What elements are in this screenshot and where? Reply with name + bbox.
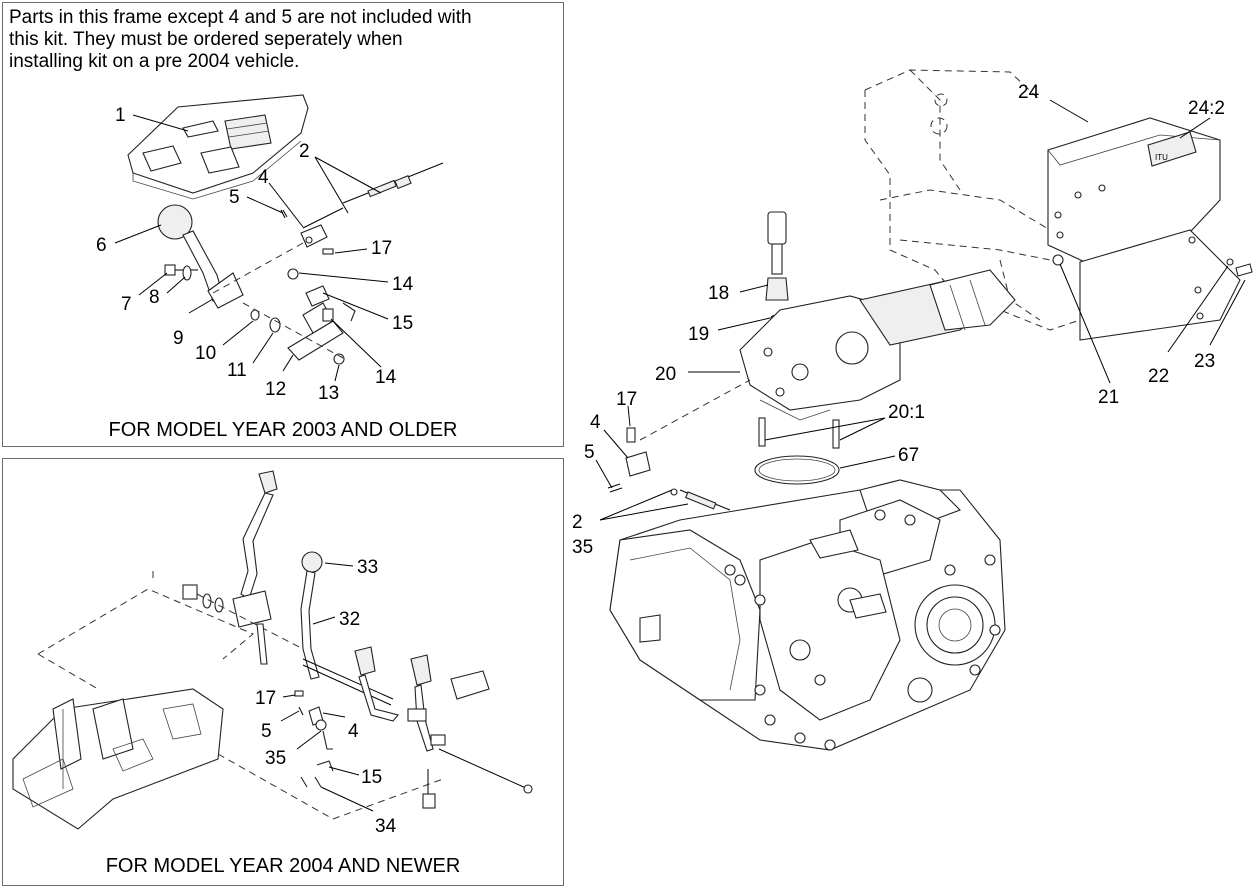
decal-text: ITU: [1155, 153, 1168, 162]
shift-lever: [157, 204, 244, 309]
cover-bracket: ITU: [1047, 117, 1241, 341]
clip-15: [316, 760, 334, 772]
clevis-4: [625, 451, 651, 477]
callout-35b: 35: [265, 748, 286, 769]
callout-34: 34: [375, 816, 397, 837]
callout-67: 67: [898, 445, 919, 466]
callout-24: 24: [1018, 82, 1040, 103]
nut: [333, 353, 345, 365]
kit-note-line-3: installing kit on a pre 2004 vehicle.: [9, 51, 300, 72]
callout-35c: 35: [572, 537, 593, 558]
callout-12: 12: [265, 379, 286, 400]
leaders-top: [114, 114, 389, 382]
dowel-b: [832, 419, 840, 449]
bolt-washer: [164, 264, 198, 281]
clevis: [300, 224, 328, 248]
shifter-2004-drawing: 33 32 17 5 4 35 15 34: [12, 470, 533, 837]
callout-6: 6: [96, 235, 107, 256]
rod-end-35: [322, 730, 333, 750]
washer-22: [1226, 258, 1234, 266]
kit-note: Parts in this frame except 4 and 5 are n…: [9, 7, 569, 73]
caption-2004: FOR MODEL YEAR 2004 AND NEWER: [105, 855, 461, 877]
callout-21: 21: [1098, 387, 1119, 408]
left-lever-assembly: [182, 470, 304, 665]
callout-22: 22: [1148, 366, 1169, 387]
callout-4c: 4: [590, 412, 601, 433]
callout-23: 23: [1194, 351, 1215, 372]
callout-32: 32: [339, 609, 360, 630]
pin-17: [626, 427, 636, 443]
nut-21: [1052, 254, 1064, 266]
cotter-pin: [280, 209, 288, 219]
callout-2c: 2: [572, 512, 583, 533]
bracket-tab: [342, 302, 356, 322]
speed-sensor: [765, 211, 789, 322]
callout-33: 33: [357, 557, 378, 578]
transaxle-case: [609, 479, 1006, 751]
pin: [322, 248, 334, 255]
vehicle-frame: [12, 688, 224, 830]
center-lever-assembly: [300, 551, 394, 706]
callout-4: 4: [258, 167, 269, 188]
callout-14a: 14: [392, 274, 414, 295]
decal: [1147, 131, 1197, 167]
callout-2: 2: [299, 141, 310, 162]
bolt-23: [1235, 263, 1253, 277]
callout-15b: 15: [361, 767, 382, 788]
bottom-frame: 33 32 17 5 4 35 15 34 FOR MODEL YEAR 200…: [2, 458, 564, 886]
callout-18: 18: [708, 283, 729, 304]
callout-13: 13: [318, 383, 339, 404]
callout-20-1: 20:1: [888, 402, 925, 423]
shift-cable-main: [670, 488, 731, 511]
kit-note-line-2: this kit. They must be ordered seperatel…: [9, 29, 403, 50]
callout-7: 7: [121, 294, 132, 315]
pin-17: [294, 690, 304, 697]
callout-5c: 5: [584, 442, 595, 463]
output-housing: [739, 269, 1016, 421]
callout-17b: 17: [255, 688, 276, 709]
callout-17c: 17: [616, 389, 637, 410]
callout-1: 1: [115, 105, 126, 126]
kit-note-line-1: Parts in this frame except 4 and 5 are n…: [9, 7, 472, 28]
frame-outline: [864, 69, 1081, 331]
callout-14b: 14: [375, 367, 397, 388]
callout-8: 8: [149, 287, 160, 308]
top-frame: Parts in this frame except 4 and 5 are n…: [2, 2, 564, 447]
dowel-a: [758, 417, 766, 447]
callout-24-2: 24:2: [1188, 98, 1225, 119]
leaders-main: [595, 99, 1246, 521]
cotter-pin-5: [298, 706, 304, 716]
callout-15: 15: [392, 313, 413, 334]
callout-4b: 4: [348, 721, 359, 742]
cotter-pin-5: [607, 483, 623, 493]
callout-10: 10: [195, 343, 216, 364]
right-lever-assembly: [354, 646, 533, 809]
callout-5b: 5: [261, 721, 272, 742]
o-ring: [754, 455, 840, 485]
bolts-34: [300, 776, 322, 788]
shift-cable: [302, 162, 444, 229]
shifter-2003-drawing: 1 2 4 5 6 17 7 8 9 14 15 10 11 12 13 14: [96, 94, 444, 404]
callout-19: 19: [688, 324, 709, 345]
leaders-bottom: [280, 562, 374, 812]
callout-9: 9: [173, 328, 184, 349]
bracket: [287, 302, 344, 361]
console-plate: [127, 94, 309, 200]
nut-14a: [287, 268, 299, 280]
ball-35: [315, 719, 327, 731]
callout-20: 20: [655, 364, 676, 385]
callout-17: 17: [371, 238, 392, 259]
caption-2003: FOR MODEL YEAR 2003 AND OLDER: [108, 419, 458, 441]
clip-15: [305, 285, 330, 307]
callout-11: 11: [227, 360, 247, 381]
callout-5: 5: [229, 187, 240, 208]
